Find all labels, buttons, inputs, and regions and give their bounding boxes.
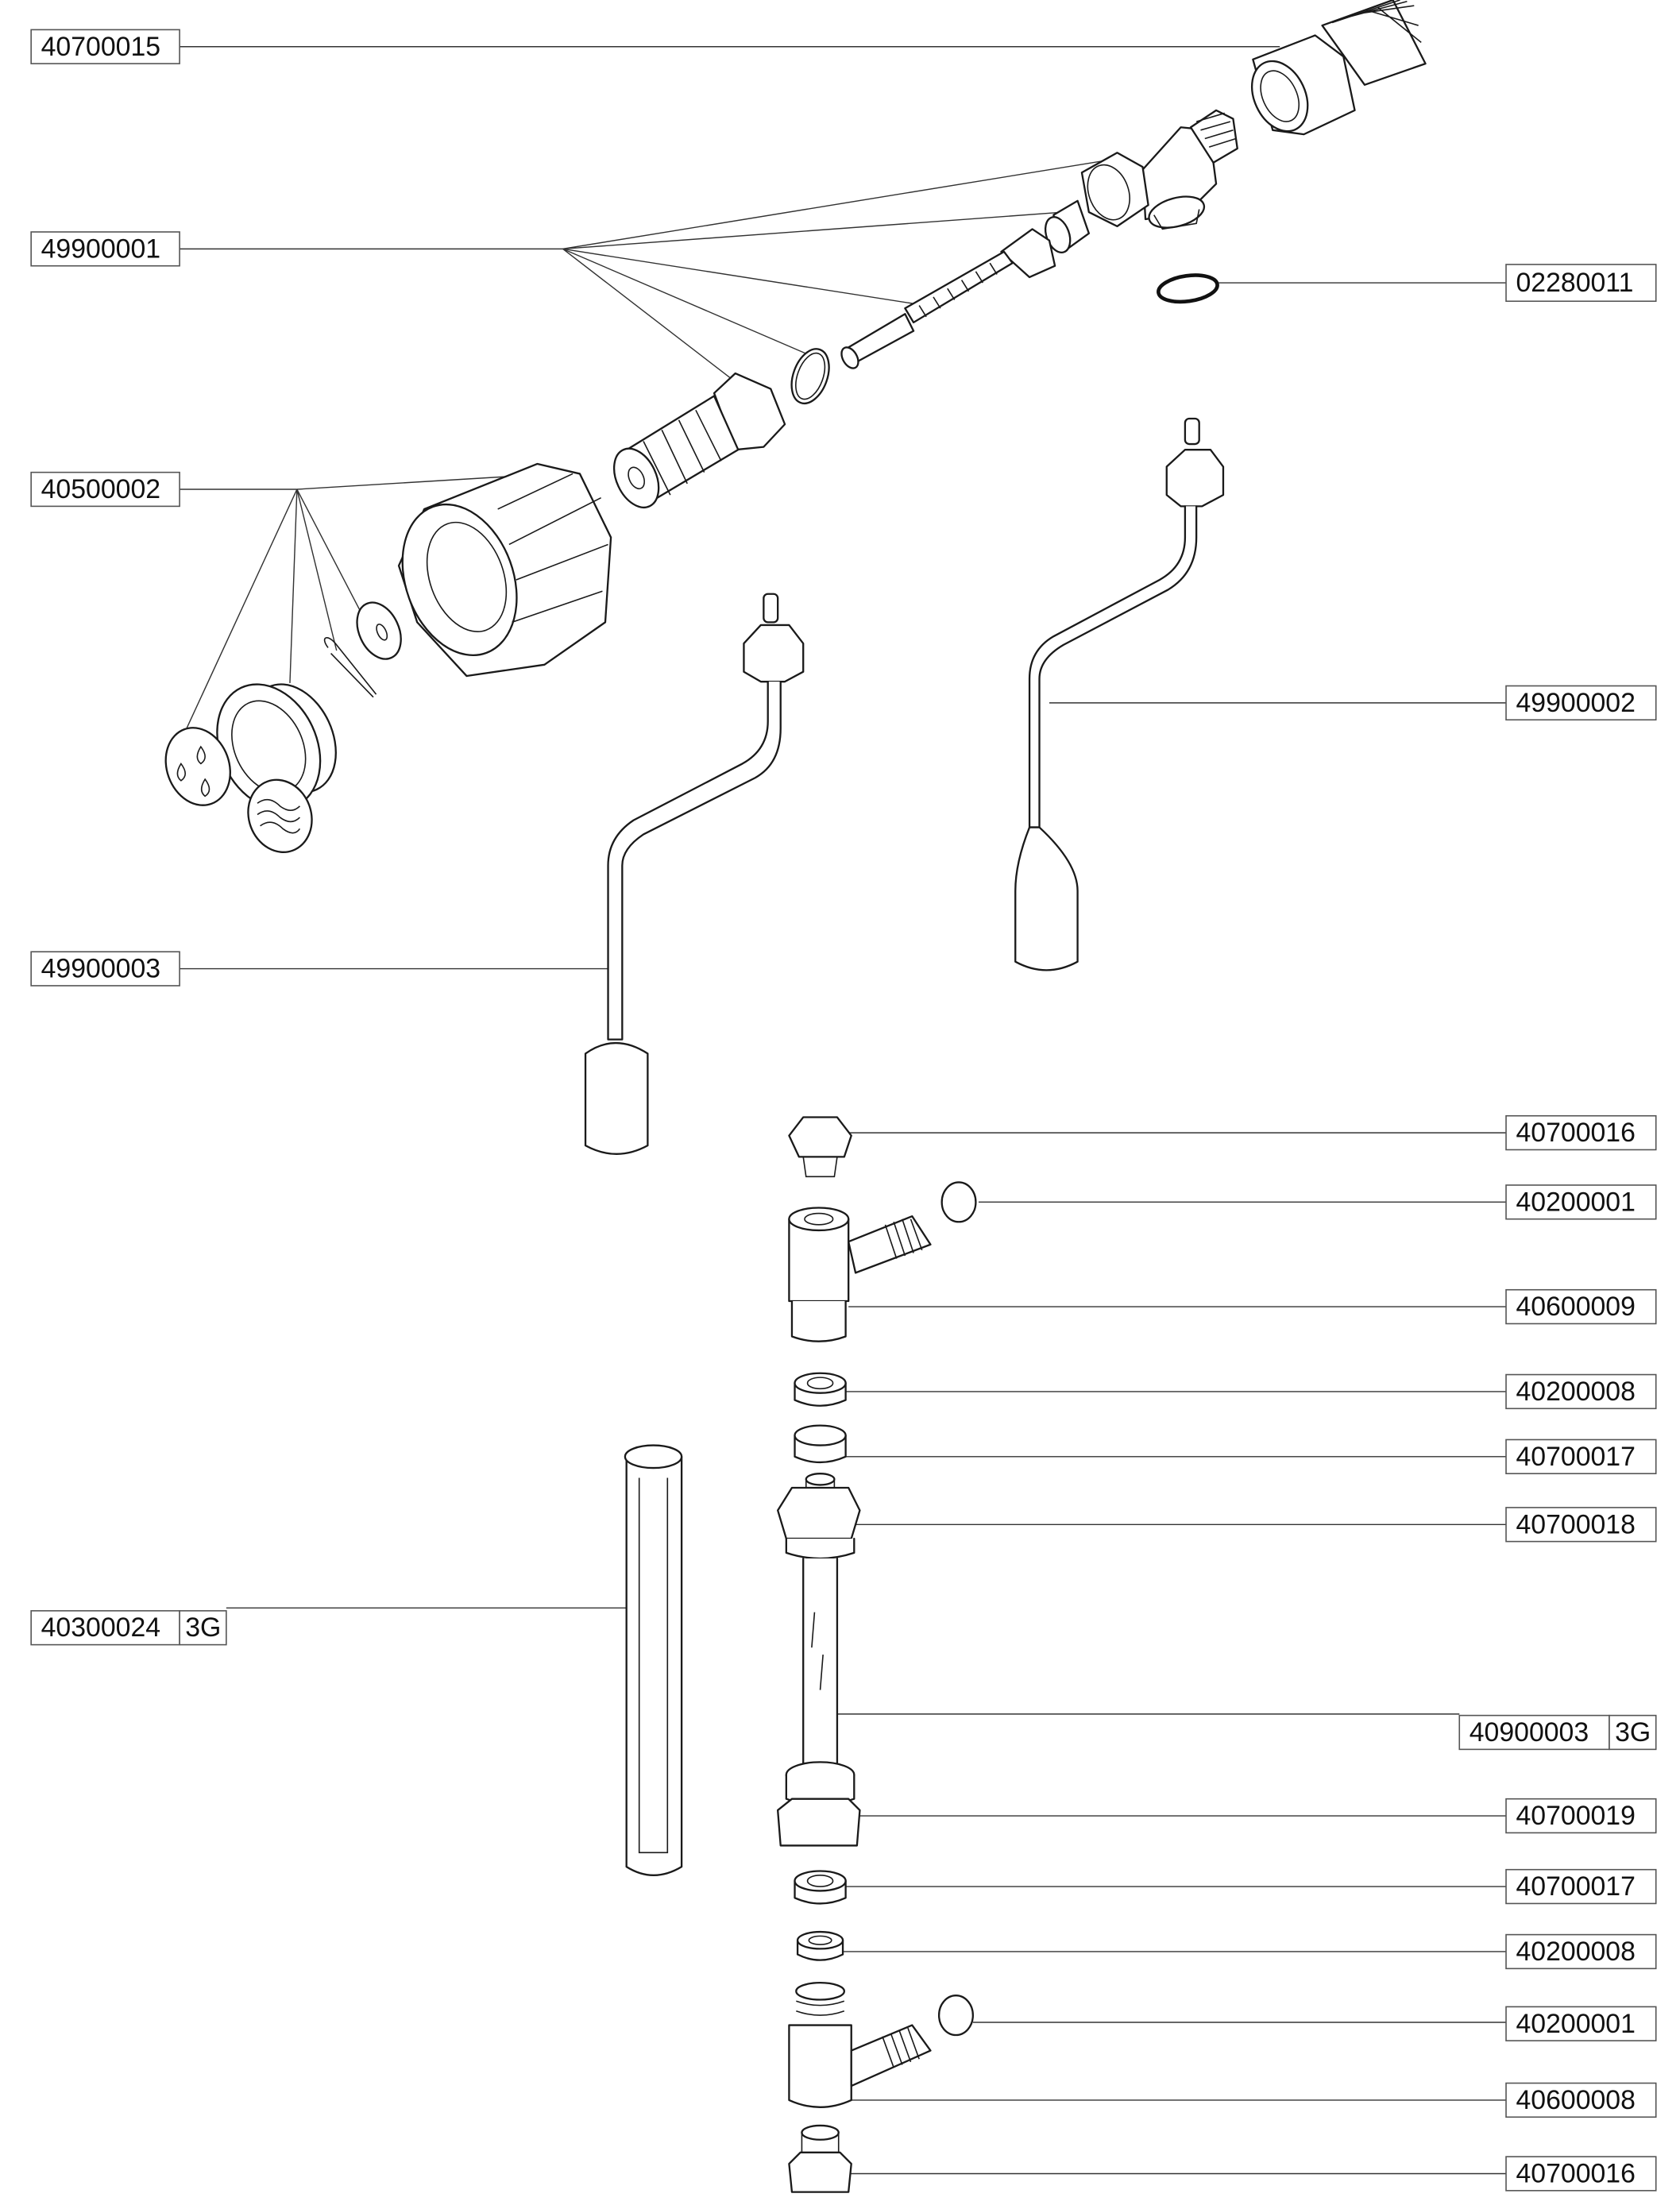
label-40700016b[interactable]: 40700016 [1505,2156,1657,2192]
label-40700017a[interactable]: 40700017 [1505,1439,1657,1474]
label-40200001b-text: 40200001 [1516,2009,1635,2039]
leader-49900001-d [562,248,807,354]
label-49900001-text: 49900001 [41,234,160,264]
leader-49900001-a [562,159,1110,250]
label-40600008-text: 40600008 [1516,2085,1635,2115]
label-40700016a-text: 40700016 [1516,1118,1635,1148]
part-cotter-pin [323,637,377,698]
part-40900003-sight-glass [802,1557,839,1769]
part-strainer-housing [216,683,337,810]
part-oring-small-inner [795,352,826,400]
label-40700018[interactable]: 40700018 [1505,1507,1657,1543]
label-40700016a[interactable]: 40700016 [1505,1114,1657,1151]
label-40200008a[interactable]: 40200008 [1505,1373,1657,1410]
part-49900003-tube [584,593,805,1155]
part-valve-stem [840,228,1056,369]
leader-49900001-b [562,211,1064,250]
label-40700016b-text: 40700016 [1516,2158,1635,2188]
part-40300024-glass [624,1444,683,1876]
label-40700017a-text: 40700017 [1516,1442,1635,1472]
label-40600009-text: 40600009 [1516,1292,1635,1322]
label-40600008[interactable]: 40600008 [1505,2082,1657,2118]
label-40700019[interactable]: 40700019 [1505,1798,1657,1834]
leader-40500002-c [296,489,338,651]
label-40500002[interactable]: 40500002 [30,471,180,508]
label-40900003-suffix: 3G [1615,1717,1651,1748]
part-40700015-adapter [1251,0,1427,136]
label-40200001a[interactable]: 40200001 [1505,1184,1657,1220]
label-40700019-text: 40700019 [1516,1801,1635,1831]
part-t-fitting-valve [1080,109,1238,230]
label-40700017b-text: 40700017 [1516,1871,1635,1902]
part-49900002-tube [1014,417,1225,971]
part-40700018-nut [777,1473,861,1560]
label-40200008b[interactable]: 40200008 [1505,1933,1657,1970]
label-40300024-suffix: 3G [185,1612,221,1643]
part-40700016a-plug [788,1116,852,1178]
label-49900003-text: 49900003 [41,954,160,984]
leader-40500002-d [289,489,298,683]
leader-49900001-c [562,248,917,305]
part-strainer-disc-drops [164,727,231,806]
label-40200001a-text: 40200001 [1516,1187,1635,1217]
leader-40500002-b [296,489,372,631]
part-40700017b-ferrule [794,1870,847,1905]
label-40700018-text: 40700018 [1516,1509,1635,1539]
part-40200001a-oring [940,1181,977,1223]
label-49900002[interactable]: 49900002 [1505,685,1657,721]
label-49900001[interactable]: 49900001 [30,231,180,267]
label-40200008b-text: 40200008 [1516,1937,1635,1967]
part-40700017a-ferrule [794,1424,847,1464]
leader-49900001-e [562,248,736,383]
label-40200001b[interactable]: 40200001 [1505,2006,1657,2041]
label-40900003-text: 40900003 [1470,1717,1589,1748]
label-40300024[interactable]: 40300024 3G [30,1610,227,1646]
label-49900003[interactable]: 49900003 [30,951,180,987]
label-02280011[interactable]: 02280011 [1505,264,1657,303]
label-02280011-text: 02280011 [1516,268,1633,298]
part-washer-hole [376,624,388,641]
part-washer [356,601,402,660]
part-02280011-oring [1157,273,1219,304]
label-40500002-text: 40500002 [41,474,160,504]
label-49900002-text: 49900002 [1516,688,1635,718]
leader-lines [177,46,1507,2175]
label-40700017b[interactable]: 40700017 [1505,1868,1657,1905]
label-40700015[interactable]: 40700015 [30,29,180,64]
part-strainer-disc-waves [247,778,313,853]
label-40700015-text: 40700015 [41,32,160,62]
leader-40500002-e [177,489,298,747]
label-40600009[interactable]: 40600009 [1505,1288,1657,1325]
part-40200008a-washer [794,1372,847,1407]
part-oring-small [790,348,830,404]
part-40200001b-oring [937,1995,975,2037]
part-40200008b-washer [796,1930,844,1961]
label-40900003[interactable]: 40900003 3G [1458,1714,1657,1751]
part-40500002-knob [397,462,612,678]
part-40700016b-plug [788,2124,852,2193]
leader-40500002-a [296,474,531,490]
label-40200008a-text: 40200008 [1516,1377,1635,1407]
part-nipple-fitting [612,372,786,508]
part-40700019-nut [777,1761,861,1847]
part-seal-cylinder [1044,199,1090,253]
part-40600008-elbow [788,1981,932,2108]
label-40300024-text: 40300024 [41,1612,160,1643]
part-40600009-elbow [788,1207,932,1342]
